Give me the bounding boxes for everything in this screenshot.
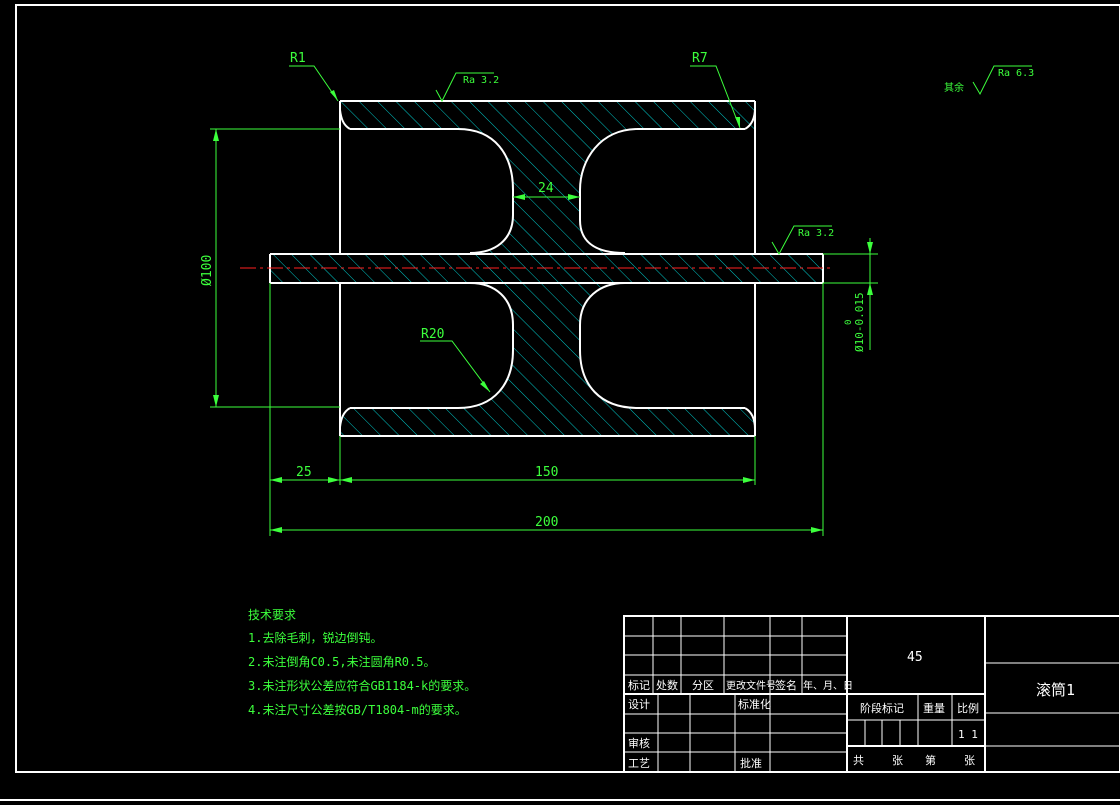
dimension-lines [210,65,1032,536]
weight-label: 重量 [923,701,945,715]
role-approve: 批准 [740,756,762,770]
sheet-total-label: 共 [853,754,864,767]
dim-shaft-diameter: Ø10-0.015 [853,292,866,352]
title-block [623,615,1120,773]
sheet-unit-b: 张 [964,754,975,767]
header-count: 处数 [656,679,678,692]
note-item: 4.未注尺寸公差按GB/T1804-m的要求。 [248,702,467,717]
dim-r7: R7 [692,51,708,66]
section-upper-flange [340,101,755,129]
header-sign: 签名 [775,678,797,692]
dim-length-25: 25 [296,465,312,480]
title-material: 45 [907,650,923,665]
role-design: 设计 [628,698,650,711]
role-standardize: 标准化 [738,697,771,711]
dim-r20: R20 [421,327,444,342]
note-item: 1.去除毛刺，锐边倒钝。 [248,630,382,645]
dim-r1: R1 [290,51,306,66]
stage-mark-label: 阶段标记 [860,701,904,715]
scale-label: 比例 [957,701,979,715]
section-lower-flange [340,408,755,436]
technical-requirements: 技术要求 1.去除毛刺，锐边倒钝。 2.未注倒角C0.5,未注圆角R0.5。 3… [248,608,476,717]
sheet-page-label: 第 [925,753,936,767]
scale-value: 1 1 [958,728,978,741]
dim-web-width: 24 [538,181,554,196]
sheet-unit-a: 张 [892,754,903,767]
drawing-border [15,4,1120,773]
roughness-rest-value: Ra 6.3 [998,68,1034,79]
header-mark: 标记 [628,678,650,692]
role-process: 工艺 [628,757,650,770]
roughness-top: Ra 3.2 [463,75,499,86]
section-web [458,129,638,253]
note-item: 2.未注倒角C0.5,未注圆角R0.5。 [248,654,435,669]
dim-shaft-upper-tolerance: 0 [844,320,854,325]
dim-outer-diameter: Ø100 [200,255,215,286]
header-zone: 分区 [692,679,714,692]
arrowheads [213,90,873,533]
notes-title: 技术要求 [248,608,296,622]
section-web-lower [458,283,638,408]
header-date: 年、月、日 [803,679,853,692]
roughness-rest-label: 其余 [944,81,964,94]
dim-length-150: 150 [535,465,558,480]
roughness-shaft: Ra 3.2 [798,228,834,239]
header-change-doc: 更改文件号 [726,679,776,692]
part-outline [269,100,824,437]
note-item: 3.未注形状公差应符合GB1184-k的要求。 [248,678,476,693]
role-review: 审核 [628,736,650,750]
dim-length-200: 200 [535,515,558,530]
title-part-name: 滚筒1 [1036,681,1075,699]
